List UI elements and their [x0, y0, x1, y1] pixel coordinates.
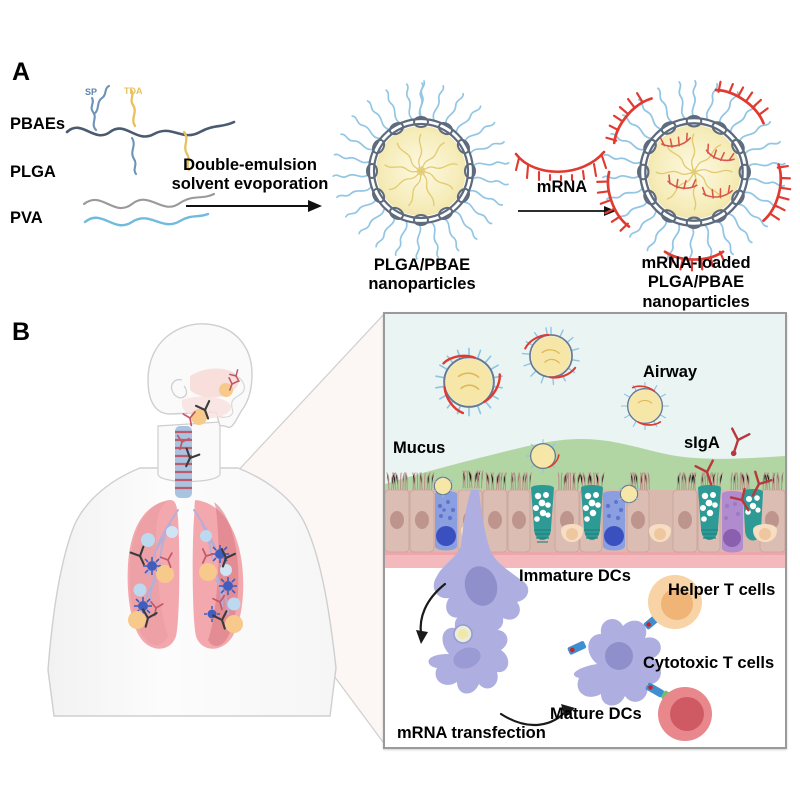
label-mature-dcs: Mature DCs: [550, 705, 642, 724]
particle1-caption: PLGA/PBAE nanoparticles: [336, 256, 508, 295]
particle2-caption-line1: mRNA-loaded PLGA/PBAE: [598, 254, 794, 293]
label-mrna-transfection: mRNA transfection: [397, 724, 546, 743]
label-helper-t-cells: Helper T cells: [668, 581, 775, 600]
human-body-diagram: [30, 318, 370, 718]
polymer-tag-tda: TDA: [124, 87, 143, 96]
plga-pbae-nanoparticle-graphic: [338, 88, 504, 254]
process-arrow-1: [186, 198, 322, 214]
label-sIgA: sIgA: [684, 434, 720, 453]
airway-mucosa-graphic: [385, 314, 785, 747]
polymer-tag-sp: SP: [85, 88, 97, 97]
mrna-strand-graphic: [512, 148, 610, 180]
process-arrow-2: [518, 204, 616, 218]
mrna-loaded-nanoparticle-graphic: [608, 86, 780, 258]
arrow1-label-line1: Double-emulsion: [166, 156, 334, 175]
arrow1-label-line2: solvent evoporation: [166, 175, 334, 194]
particle2-caption-line2: nanoparticles: [598, 293, 794, 312]
label-airway: Airway: [643, 363, 697, 382]
panel-a-letter: A: [12, 58, 30, 87]
label-mucus: Mucus: [393, 439, 445, 458]
airway-mucosa-inset: Airway Mucus sIgA Immature DCs Helper T …: [383, 312, 787, 749]
cytotoxic-t-cell-graphic: [658, 687, 712, 741]
label-cytotoxic-t-cells: Cytotoxic T cells: [643, 654, 774, 673]
panel-b-letter: B: [12, 318, 30, 347]
label-immature-dcs: Immature DCs: [519, 567, 631, 586]
